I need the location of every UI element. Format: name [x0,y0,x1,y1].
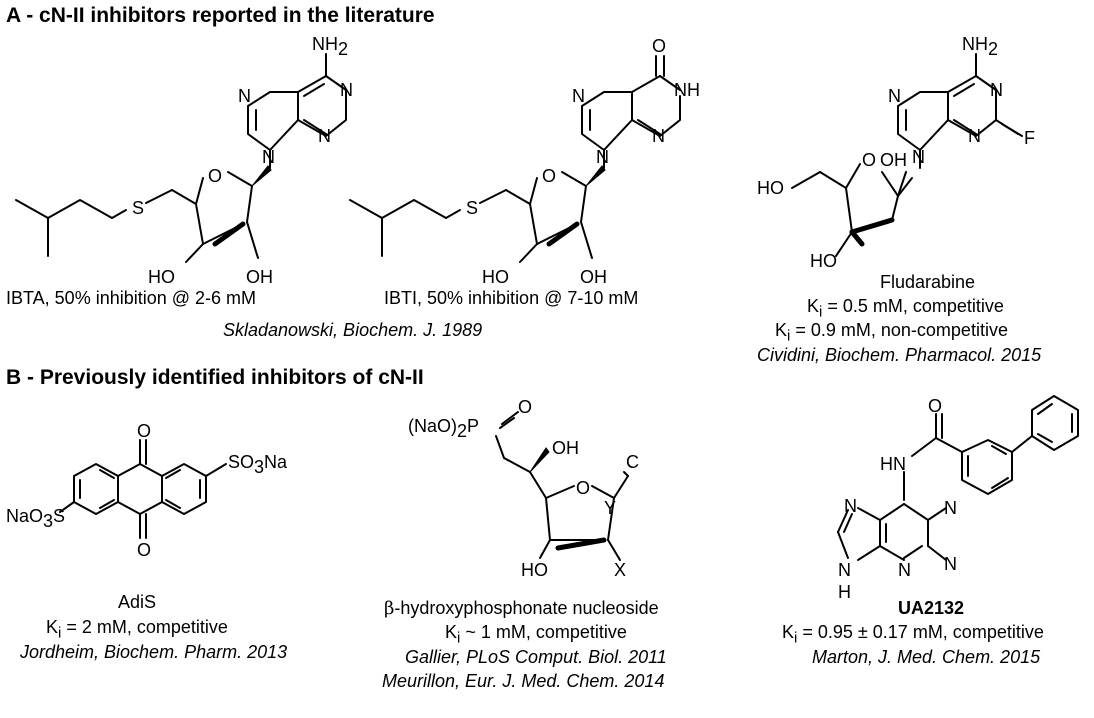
adis-atom-nao3s: NaO3S [6,506,65,531]
ibta-atom-n7: N [238,86,251,106]
ibta-atom-n1: N [340,80,353,100]
ibti-atom-ho: HO [482,267,509,287]
phosphonate-atom-c: C [626,452,639,472]
fludarabine-atom-f: F [1024,128,1035,148]
ua2132-ki: Ki = 0.95 ± 0.17 mM, competitive [782,622,1044,647]
adis-structure [59,439,227,539]
ua2132-atom-hn: HN [880,454,906,474]
ibta-atom-n9: N [262,147,275,167]
ibti-atom-oh: OH [580,267,607,287]
fludarabine-ki-noncompetitive: Ki = 0.9 mM, non-competitive [775,320,1008,345]
fludarabine-atom-oh: OH [880,150,907,170]
ibta-atom-s: S [132,198,144,218]
phosphonate-atom-o: O [518,397,532,417]
adis-atom-so3na: SO3Na [228,452,288,477]
ibta-atom-oh: OH [246,267,273,287]
fludarabine-name: Fludarabine [880,272,976,292]
phosphonate-atom-oh: OH [552,438,579,458]
fludarabine-atom-n1: N [990,80,1003,100]
phosphonate-name: β-hydroxyphosphonate nucleoside [384,598,659,619]
ua2132-atom-n3: N [944,554,957,574]
fludarabine-atom-n9: N [912,147,925,167]
phosphonate-atom-x: X [614,560,626,580]
ibti-structure [349,55,681,263]
phosphonate-atom-ring-o: O [576,478,590,498]
fludarabine-atom-nh2: NH2 [962,34,998,59]
adis-name: AdiS [118,592,157,612]
ibti-atom-n9: N [596,147,609,167]
section-b-title: B - Previously identified inhibitors of … [6,366,424,389]
phosphonate-atom-nao2p: (NaO)2P [408,416,479,441]
phosphonate-reference-1: Gallier, PLoS Comput. Biol. 2011 [405,647,667,667]
phosphonate-structure [495,411,629,561]
phosphonate-atom-y: Y [604,498,616,518]
ibti-atom-n3: N [652,126,665,146]
ibta-atom-ho: HO [148,267,175,287]
fludarabine-atom-n3: N [968,126,981,146]
ibti-atom-nh: NH [674,80,700,100]
ibta-atom-n3: N [318,126,331,146]
ibti-atom-o: O [542,166,556,186]
ibti-atom-o6: O [652,36,666,56]
adis-atom-o-bottom: O [137,540,151,560]
adis-ki: Ki = 2 mM, competitive [46,617,228,642]
ua2132-structure [837,395,1079,561]
fludarabine-atom-n7: N [888,86,901,106]
skladanowski-reference: Skladanowski, Biochem. J. 1989 [223,320,483,340]
adis-reference: Jordheim, Biochem. Pharm. 2013 [20,642,288,662]
ua2132-atom-n9h: N [838,560,851,580]
ua2132-reference: Marton, J. Med. Chem. 2015 [812,647,1041,667]
ibta-atom-nh2: NH2 [312,34,348,59]
ua2132-atom-n1: N [944,498,957,518]
fludarabine-atom-o: O [862,150,876,170]
ibta-caption: IBTA, 50% inhibition @ 2-6 mM [6,288,257,308]
ibti-caption: IBTI, 50% inhibition @ 7-10 mM [384,288,639,308]
fludarabine-reference: Cividini, Biochem. Pharmacol. 2015 [757,345,1042,365]
fludarabine-atom-ho1: HO [757,178,784,198]
ua2132-atom-h: H [838,582,851,602]
ibti-atom-s: S [466,198,478,218]
ua2132-atom-n7: N [844,496,857,516]
fludarabine-structure [791,53,1023,257]
ibti-atom-n7: N [572,86,585,106]
phosphonate-ki: Ki ~ 1 mM, competitive [445,622,627,647]
phosphonate-reference-2: Meurillon, Eur. J. Med. Chem. 2014 [382,671,665,691]
adis-atom-o-top: O [137,421,151,441]
ibta-atom-o: O [208,166,222,186]
ua2132-atom-n9: N [898,560,911,580]
phosphonate-atom-ho: HO [521,560,548,580]
section-a-title: A - cN-II inhibitors reported in the lit… [6,4,435,27]
ibta-structure [15,53,347,263]
ua2132-atom-o: O [928,396,942,416]
fludarabine-ki-competitive: Ki = 0.5 mM, competitive [807,296,1004,321]
fludarabine-atom-ho2: HO [810,251,837,271]
ua2132-name: UA2132 [898,598,965,618]
